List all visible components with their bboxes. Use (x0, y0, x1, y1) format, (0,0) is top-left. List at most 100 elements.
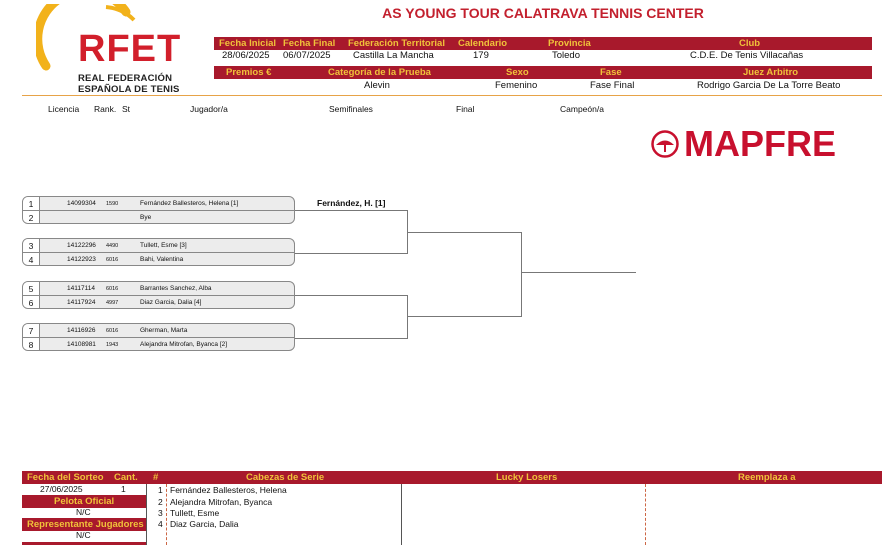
pelota-label-bar: Pelota Oficial (22, 495, 146, 508)
draw-position: 5 (23, 282, 40, 296)
draw-row-2: 2 Bye (23, 211, 294, 223)
label-club: Club (739, 38, 761, 49)
col-jugador: Jugador/a (190, 104, 228, 114)
col-semifinales: Semifinales (329, 104, 373, 114)
label-reemplaza: Reemplaza a (738, 472, 796, 483)
draw-row-4: 4 14122923 6016 Bahi, Valentina (23, 253, 294, 265)
col-rank: Rank. (94, 104, 117, 114)
bracket-line (295, 210, 407, 211)
draw-row-5: 5 14117114 6016 Barrantes Sanchez, Alba (23, 282, 294, 296)
match-box-2: 3 14122296 4490 Tullett, Esme [3] 4 1412… (22, 238, 295, 266)
value-calendario: 179 (473, 50, 489, 61)
mapfre-emblem-icon (651, 130, 679, 158)
player-rank: 4490 (106, 243, 119, 249)
value-sexo: Femenino (495, 80, 538, 91)
draw-position: 1 (23, 197, 40, 211)
draw-position: 7 (23, 324, 40, 338)
seed-number: 3 (158, 508, 163, 518)
label-fecha-inicial: Fecha Inicial (219, 38, 277, 49)
bracket-line (295, 338, 407, 339)
info-row2-header: Premios € Categoría de la Prueba Sexo Fa… (214, 66, 872, 79)
col-licencia: Licencia (48, 104, 80, 114)
draw-position: 6 (23, 296, 40, 308)
player-rank: 4997 (106, 300, 119, 306)
value-club: C.D.E. De Tenis Villacañas (690, 50, 804, 61)
logo-line2: ESPAÑOLA DE TENIS (78, 84, 180, 95)
value-representante: N/C (76, 530, 91, 540)
col-final: Final (456, 104, 475, 114)
seed-name: Diaz Garcia, Dalia (170, 519, 239, 529)
label-lucky-losers: Lucky Losers (496, 472, 558, 483)
draw-position: 8 (23, 338, 40, 350)
logo-line1: REAL FEDERACIÓN (78, 73, 173, 84)
player-license: 14117924 (67, 299, 96, 306)
logo-abbr: RFET (78, 28, 182, 70)
column-divider (645, 484, 646, 545)
label-calendario: Calendario (458, 38, 508, 49)
player-name: Tullett, Esme [3] (140, 242, 187, 249)
value-fase: Fase Final (590, 80, 635, 91)
value-pelota: N/C (76, 507, 91, 517)
player-name: Alejandra Mitrofan, Byanca [2] (140, 341, 228, 348)
player-rank: 6016 (106, 286, 119, 292)
value-fecha-inicial: 28/06/2025 (222, 50, 270, 61)
player-name: Barrantes Sanchez, Alba (140, 285, 212, 292)
player-license: 14116926 (67, 327, 96, 334)
player-name: Gherman, Marta (140, 327, 188, 334)
bracket-line (521, 232, 522, 317)
rfet-logo-ring-icon (33, 0, 136, 71)
player-name: Bye (140, 214, 152, 221)
label-premios: Premios € (226, 67, 272, 78)
draw-row-8: 8 14108981 1943 Alejandra Mitrofan, Byan… (23, 338, 294, 350)
label-juez: Juez Arbitro (743, 67, 799, 78)
value-federacion: Castilla La Mancha (353, 50, 434, 61)
bracket-line (295, 295, 407, 296)
draw-row-6: 6 14117924 4997 Diaz Garcia, Dalia [4] (23, 296, 294, 308)
seed-name: Tullett, Esme (170, 508, 220, 518)
seed-name: Alejandra Mitrofan, Byanca (170, 497, 273, 507)
seed-number: 4 (158, 519, 163, 529)
label-provincia: Provincia (548, 38, 591, 49)
col-st: St (122, 104, 131, 114)
seed-name: Fernández Ballesteros, Helena (170, 485, 287, 495)
header-divider (22, 95, 882, 96)
draw-row-3: 3 14122296 4490 Tullett, Esme [3] (23, 239, 294, 253)
match-box-1: 1 14099304 1590 Fernández Ballesteros, H… (22, 196, 295, 224)
seed-number: 2 (158, 497, 163, 507)
match-box-3: 5 14117114 6016 Barrantes Sanchez, Alba … (22, 281, 295, 309)
label-representante: Representante Jugadores (27, 519, 144, 530)
sponsor-logo: MAPFRE (650, 123, 870, 164)
draw-row-7: 7 14116926 6016 Gherman, Marta (23, 324, 294, 338)
bracket-line (407, 232, 521, 233)
bracket-line (295, 253, 407, 254)
bracket-line (407, 316, 521, 317)
player-rank: 1590 (106, 201, 119, 207)
tournament-title: AS YOUNG TOUR CALATRAVA TENNIS CENTER (382, 5, 704, 21)
player-rank: 6016 (106, 257, 119, 263)
bottom-table-header: Fecha del Sorteo Cant. # Cabezas de Seri… (22, 471, 882, 484)
value-cant: 1 (121, 484, 126, 494)
rfet-logo: RFET REAL FEDERACIÓN ESPAÑOLA DE TENIS (33, 0, 186, 96)
value-categoria: Alevin (364, 80, 390, 91)
label-cant: Cant. (114, 472, 138, 483)
draw-position: 2 (23, 211, 40, 223)
label-cabezas: Cabezas de Serie (246, 472, 325, 483)
player-name: Diaz Garcia, Dalia [4] (140, 299, 202, 306)
sponsor-name: MAPFRE (684, 123, 836, 164)
column-divider (146, 484, 147, 545)
footer-bar (22, 542, 146, 545)
draw-position: 3 (23, 239, 40, 253)
semifinal-winner-1: Fernández, H. [1] (317, 198, 386, 208)
player-license: 14122923 (67, 256, 96, 263)
label-fecha-sorteo: Fecha del Sorteo (27, 472, 104, 483)
bracket-line (521, 272, 636, 273)
player-name: Fernández Ballesteros, Helena [1] (140, 200, 239, 207)
col-campeon: Campeón/a (560, 104, 604, 114)
label-categoria: Categoría de la Prueba (328, 67, 431, 78)
seed-number: 1 (158, 485, 163, 495)
draw-position: 4 (23, 253, 40, 265)
player-license: 14122296 (67, 242, 96, 249)
label-fase: Fase (600, 67, 622, 78)
label-sexo: Sexo (506, 67, 529, 78)
match-box-4: 7 14116926 6016 Gherman, Marta 8 1410898… (22, 323, 295, 351)
